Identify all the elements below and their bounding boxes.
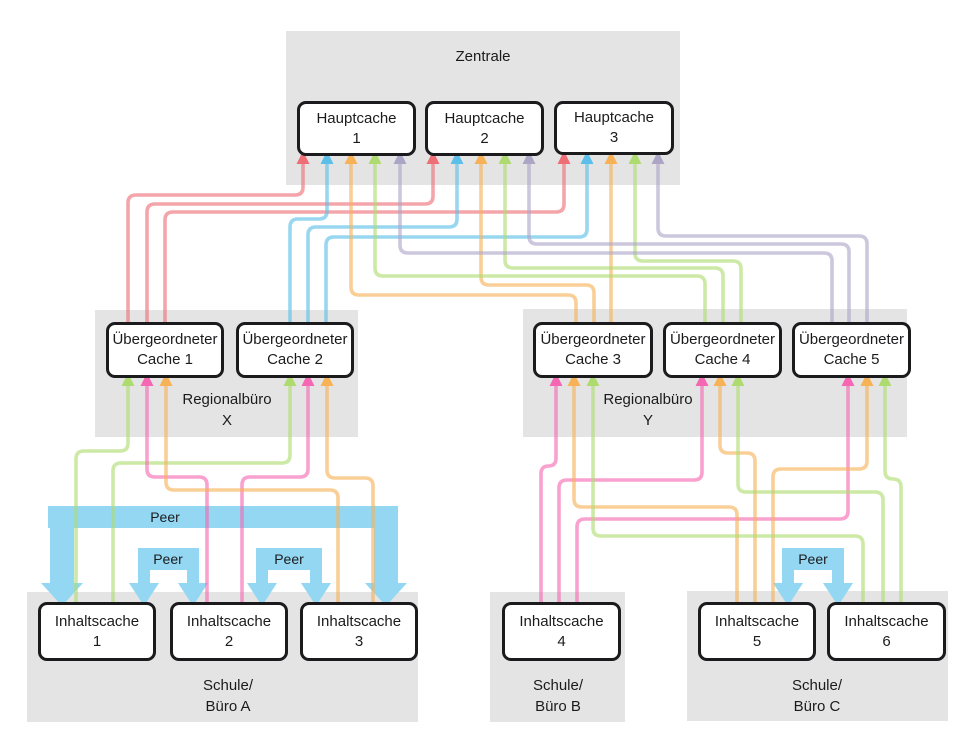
node-label: Hauptcache <box>444 109 525 127</box>
node-label: 5 <box>752 632 762 650</box>
node-label: Inhaltscache <box>316 612 402 630</box>
node-label: Cache 2 <box>267 351 323 368</box>
peer-label: Peer <box>150 509 180 525</box>
node-label: Cache 3 <box>565 351 621 368</box>
peer-label: Peer <box>798 551 828 567</box>
node-inhaltscache-6: Inhaltscache 6 <box>827 602 946 661</box>
label-schule-buero-b: Schule/ Büro B <box>458 675 658 717</box>
label-line: Regionalbüro <box>603 391 693 408</box>
node-inhaltscache-5: Inhaltscache 5 <box>698 602 816 661</box>
node-label: 4 <box>557 632 566 650</box>
node-inhaltscache-3: Inhaltscache 3 <box>300 602 418 661</box>
node-uebergeordneter-cache-3: Übergeordneter Cache 3 <box>533 322 653 378</box>
label-line: Zentrale <box>455 48 511 65</box>
node-label: Inhaltscache <box>844 612 929 630</box>
node-inhaltscache-4: Inhaltscache 4 <box>502 602 621 661</box>
node-label: Inhaltscache <box>54 612 140 630</box>
node-label: Cache 1 <box>137 351 193 368</box>
label-line: Schule/ <box>532 677 584 694</box>
node-label: Hauptcache <box>573 109 655 126</box>
node-uebergeordneter-cache-4: Übergeordneter Cache 4 <box>663 322 782 378</box>
label-regionalbuero-x: Regionalbüro X <box>127 389 327 431</box>
node-inhaltscache-2: Inhaltscache 2 <box>170 602 288 661</box>
node-label: Hauptcache <box>316 109 397 127</box>
node-label: 3 <box>354 632 364 650</box>
node-label: 1 <box>92 632 102 650</box>
node-label: 2 <box>224 632 234 650</box>
node-hauptcache-1: Hauptcache 1 <box>297 101 416 156</box>
node-label: Inhaltscache <box>186 612 272 630</box>
wire-uc5-h3 <box>656 160 869 324</box>
node-label: Cache 4 <box>694 351 751 368</box>
label-zentrale: Zentrale <box>383 46 583 67</box>
node-label: 3 <box>609 129 619 146</box>
node-label: Übergeordneter <box>112 331 218 348</box>
label-line: Büro A <box>205 698 251 715</box>
label-schule-buero-c: Schule/ Büro C <box>717 675 917 717</box>
peer-label: Peer <box>274 551 304 567</box>
label-regionalbuero-y: Regionalbüro Y <box>548 389 748 431</box>
node-uebergeordneter-cache-1: Übergeordneter Cache 1 <box>106 322 224 378</box>
node-label: Übergeordneter <box>242 331 348 348</box>
label-line: Büro B <box>535 698 581 715</box>
node-label: Cache 5 <box>823 351 880 368</box>
node-label: Inhaltscache <box>519 612 604 630</box>
node-uebergeordneter-cache-5: Übergeordneter Cache 5 <box>792 322 911 378</box>
label-line: Y <box>642 412 653 429</box>
label-line: Schule/ <box>202 677 254 694</box>
node-uebergeordneter-cache-2: Übergeordneter Cache 2 <box>236 322 354 378</box>
label-line: Schule/ <box>791 677 843 694</box>
node-label: 6 <box>882 632 891 650</box>
node-label: Übergeordneter <box>540 331 646 348</box>
wire-uc1-h1 <box>126 160 305 324</box>
node-label: Inhaltscache <box>714 612 800 630</box>
label-line: X <box>221 412 232 429</box>
node-inhaltscache-1: Inhaltscache 1 <box>38 602 156 661</box>
node-label: 1 <box>352 129 361 147</box>
label-schule-buero-a: Schule/ Büro A <box>128 675 328 717</box>
node-label: Übergeordneter <box>669 331 776 348</box>
node-hauptcache-2: Hauptcache 2 <box>425 101 544 156</box>
label-line: Büro C <box>793 698 841 715</box>
peer-label: Peer <box>153 551 183 567</box>
label-line: Regionalbüro <box>182 391 272 408</box>
node-label: Übergeordneter <box>798 331 905 348</box>
node-hauptcache-3: Hauptcache 3 <box>554 101 674 155</box>
node-label: 2 <box>480 129 489 147</box>
